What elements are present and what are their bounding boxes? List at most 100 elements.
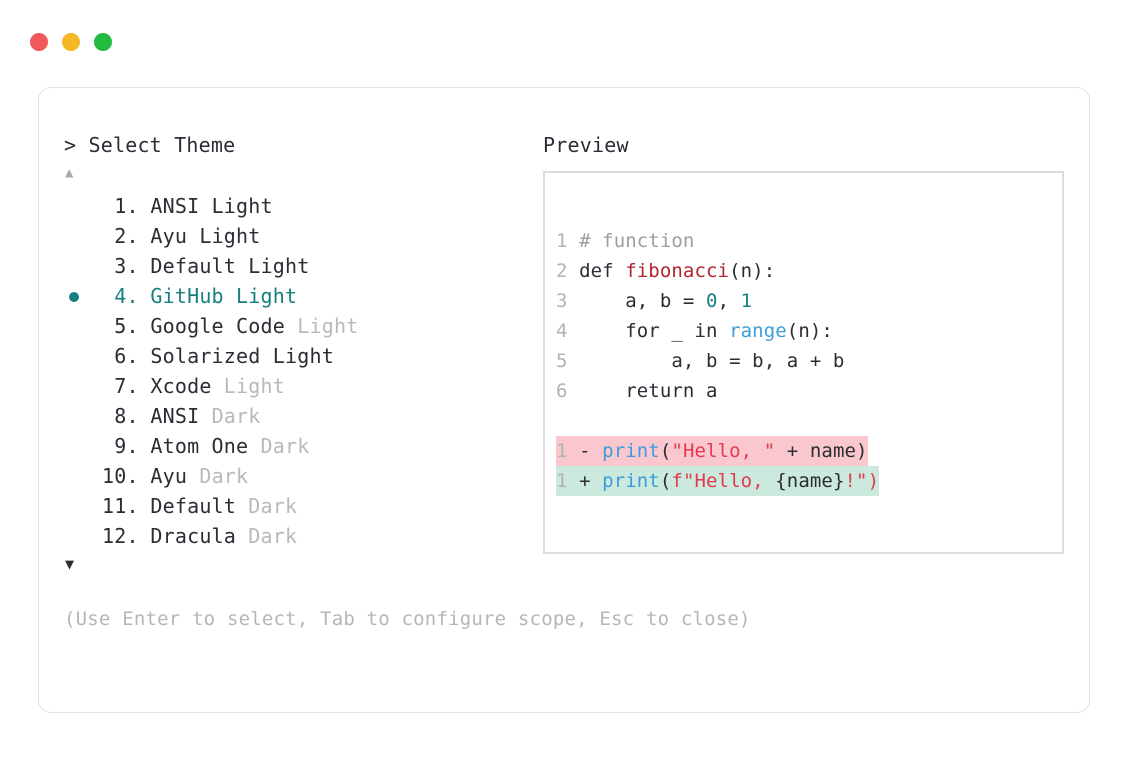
theme-item-name: Solarized	[138, 344, 273, 368]
theme-item-text: 1. ANSI Light	[102, 194, 273, 218]
theme-item-variant: Dark	[248, 494, 298, 518]
line-number: 1	[556, 440, 580, 462]
theme-item-index: 3.	[102, 254, 139, 278]
theme-item-variant: Light	[297, 314, 359, 338]
code-token: range	[729, 320, 787, 342]
line-number: 1	[556, 230, 580, 252]
scroll-up-icon[interactable]: ▲	[65, 165, 74, 181]
window-maximize-button[interactable]	[94, 33, 112, 51]
prompt-label: > Select Theme	[64, 133, 236, 157]
code-token: # function	[579, 230, 695, 252]
theme-list-item[interactable]: 11. Default Dark	[64, 491, 534, 521]
theme-item-index: 4.	[102, 284, 139, 308]
line-number: 2	[556, 260, 580, 282]
theme-item-text: 7. Xcode Light	[102, 374, 285, 398]
theme-item-text: 5. Google Code Light	[102, 314, 358, 338]
theme-item-text: 11. Default Dark	[102, 494, 297, 518]
code-token: a, b = b, a + b	[579, 350, 845, 372]
line-number: 4	[556, 320, 580, 342]
code-line: 3 a, b = 0, 1	[556, 286, 879, 316]
code-token: print	[602, 440, 660, 462]
theme-item-variant: Light	[211, 194, 273, 218]
preview-label: Preview	[543, 133, 629, 157]
code-token: fibonacci	[625, 260, 730, 282]
diff-added-line-row: 1 + print(f"Hello, {name}!")	[556, 466, 880, 496]
theme-item-text: 4. GitHub Light	[102, 284, 297, 308]
diff-added-line: 1 + print(f"Hello, {name}!")	[556, 466, 880, 496]
theme-item-text: 8. ANSI Dark	[102, 404, 261, 428]
theme-item-name: Dracula	[138, 524, 249, 548]
code-line: 4 for _ in range(n):	[556, 316, 879, 346]
theme-item-name: ANSI	[138, 404, 212, 428]
theme-item-index: 11.	[102, 494, 139, 518]
code-token: a, b =	[579, 290, 707, 312]
code-token: 1	[740, 290, 753, 312]
line-number: 5	[556, 350, 580, 372]
theme-list-item[interactable]: 7. Xcode Light	[64, 371, 534, 401]
theme-item-name: Xcode	[138, 374, 224, 398]
line-number: 6	[556, 380, 580, 402]
code-line: 1 # function	[556, 226, 879, 256]
theme-item-text: 10. Ayu Dark	[102, 464, 248, 488]
code-token: 0	[706, 290, 718, 312]
theme-list-item[interactable]: 1. ANSI Light	[64, 191, 534, 221]
code-token: "Hello, "	[671, 440, 776, 462]
code-line: 6 return a	[556, 376, 879, 406]
diff-marker: +	[579, 470, 603, 492]
theme-list-item[interactable]: 9. Atom One Dark	[64, 431, 534, 461]
code-token: (	[659, 440, 672, 462]
theme-list[interactable]: 1. ANSI Light 2. Ayu Light 3. Default Li…	[64, 191, 534, 551]
keyboard-hint: (Use Enter to select, Tab to configure s…	[64, 608, 751, 630]
theme-item-name: ANSI	[138, 194, 212, 218]
theme-item-name: Default	[138, 494, 249, 518]
theme-item-name: Default	[138, 254, 249, 278]
theme-item-index: 5.	[102, 314, 139, 338]
theme-item-variant: Dark	[248, 524, 298, 548]
window-close-button[interactable]	[30, 33, 48, 51]
code-token: + name)	[775, 440, 868, 462]
diff-marker: -	[579, 440, 603, 462]
theme-item-variant: Light	[199, 224, 261, 248]
theme-list-item[interactable]: 3. Default Light	[64, 251, 534, 281]
theme-item-index: 7.	[102, 374, 139, 398]
line-number: 3	[556, 290, 580, 312]
code-token: return a	[579, 380, 718, 402]
code-token: {name}	[775, 470, 845, 492]
theme-list-item[interactable]: 4. GitHub Light	[64, 281, 534, 311]
theme-item-index: 1.	[102, 194, 139, 218]
selected-bullet-icon	[69, 292, 79, 302]
theme-list-item[interactable]: 5. Google Code Light	[64, 311, 534, 341]
theme-item-text: 9. Atom One Dark	[102, 434, 310, 458]
scroll-down-icon[interactable]: ▼	[65, 555, 75, 573]
code-token: !")	[844, 470, 880, 492]
theme-item-variant: Light	[272, 344, 334, 368]
code-token: (n):	[786, 320, 833, 342]
theme-item-text: 2. Ayu Light	[102, 224, 261, 248]
theme-item-name: Atom One	[138, 434, 261, 458]
theme-item-variant: Dark	[199, 464, 249, 488]
theme-item-variant: Light	[236, 284, 298, 308]
diff-removed-line: 1 - print("Hello, " + name)	[556, 436, 868, 466]
code-token: ,	[717, 290, 741, 312]
code-line: 5 a, b = b, a + b	[556, 346, 879, 376]
theme-item-name: GitHub	[138, 284, 237, 308]
theme-item-variant: Dark	[260, 434, 310, 458]
code-token: print	[602, 470, 660, 492]
theme-item-name: Google Code	[138, 314, 298, 338]
code-token: (n):	[729, 260, 776, 282]
theme-list-item[interactable]: 2. Ayu Light	[64, 221, 534, 251]
theme-list-item[interactable]: 12. Dracula Dark	[64, 521, 534, 551]
theme-item-index: 6.	[102, 344, 139, 368]
theme-item-variant: Dark	[211, 404, 261, 428]
code-token: def	[579, 260, 626, 282]
theme-list-item[interactable]: 6. Solarized Light	[64, 341, 534, 371]
window-minimize-button[interactable]	[62, 33, 80, 51]
code-token: (	[659, 470, 672, 492]
theme-item-name: Ayu	[138, 464, 200, 488]
line-number: 1	[556, 470, 580, 492]
theme-list-item[interactable]: 8. ANSI Dark	[64, 401, 534, 431]
theme-list-item[interactable]: 10. Ayu Dark	[64, 461, 534, 491]
